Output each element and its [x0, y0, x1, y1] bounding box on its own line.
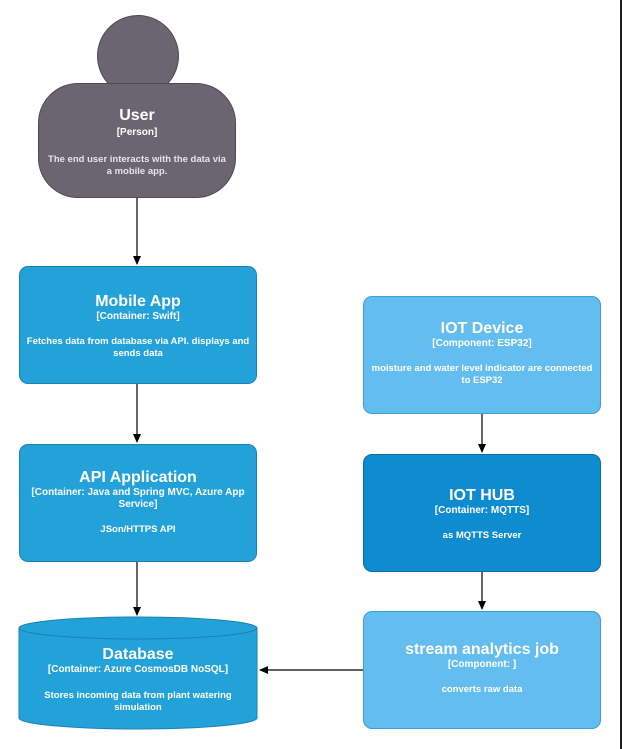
stream-job-kind: [Component: ] — [447, 659, 517, 670]
iot-hub-container[interactable]: IOT HUB [Container: MQTTS] as MQTTS Serv… — [363, 454, 601, 572]
database-description: Stores incoming data from plant watering… — [44, 690, 232, 713]
database-kind: [Container: Azure CosmosDB NoSQL] — [47, 664, 229, 675]
api-app-kind: [Container: Java and Spring MVC, Azure A… — [31, 487, 245, 510]
mobile-app-container[interactable]: Mobile App [Container: Swift] Fetches da… — [19, 266, 257, 384]
iot-hub-description: as MQTTS Server — [442, 530, 522, 541]
stream-job-description: converts raw data — [441, 684, 523, 695]
iot-hub-title: IOT HUB — [449, 487, 515, 504]
person-kind: [Person] — [116, 127, 158, 138]
iot-device-component[interactable]: IOT Device [Component: ESP32] moisture a… — [363, 296, 601, 414]
stream-job-title: stream analytics job — [405, 641, 559, 658]
database-container[interactable]: Database [Container: Azure CosmosDB NoSQ… — [19, 645, 257, 725]
mobile-app-title: Mobile App — [95, 293, 181, 310]
mobile-app-kind: [Container: Swift] — [96, 311, 180, 322]
api-application-container[interactable]: API Application [Container: Java and Spr… — [19, 444, 257, 562]
api-app-title: API Application — [79, 469, 197, 486]
person-title: User — [119, 107, 155, 124]
iot-device-kind: [Component: ESP32] — [432, 338, 532, 349]
person-user[interactable]: User [Person] The end user interacts wit… — [38, 83, 236, 198]
iot-hub-kind: [Container: MQTTS] — [434, 505, 530, 516]
stream-analytics-component[interactable]: stream analytics job [Component: ] conve… — [363, 611, 601, 729]
database-title: Database — [102, 646, 174, 663]
iot-device-title: IOT Device — [440, 320, 524, 337]
api-app-description: JSon/HTTPS API — [100, 524, 176, 535]
person-description: The end user interacts with the data via… — [48, 154, 226, 177]
canvas-border — [620, 0, 622, 749]
iot-device-description: moisture and water level indicator are c… — [371, 363, 593, 386]
database-cylinder[interactable] — [18, 616, 258, 730]
mobile-app-description: Fetches data from database via API. disp… — [26, 336, 250, 359]
